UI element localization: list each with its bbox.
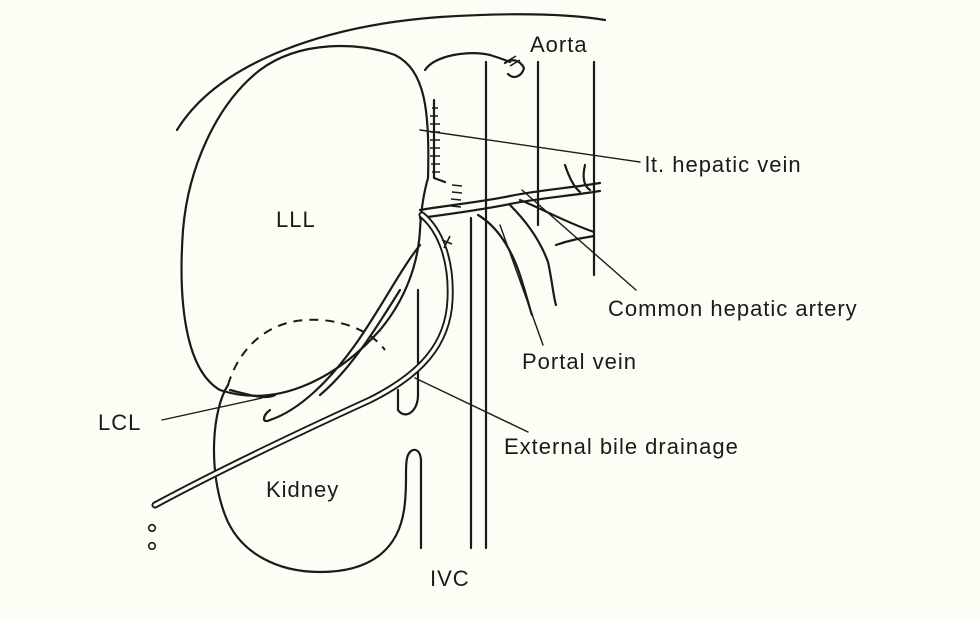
lobe-fold-2 xyxy=(320,290,400,395)
leader-portal-vein xyxy=(500,225,543,345)
portal-vein-branch xyxy=(520,200,594,232)
drainage-dot xyxy=(149,525,156,532)
kidney-dashed-outline xyxy=(228,320,385,385)
lobe-fold-1 xyxy=(264,245,420,421)
label-portal-vein: Portal vein xyxy=(522,349,637,374)
caval-wall xyxy=(434,100,445,182)
label-lcl: LCL xyxy=(98,410,141,435)
hepatic-vein-cuff xyxy=(425,53,510,70)
label-common-hepatic-artery: Common hepatic artery xyxy=(608,296,858,321)
label-lll: LLL xyxy=(276,207,316,232)
leader-lt-hepatic-vein xyxy=(420,130,640,162)
label-aorta: Aorta xyxy=(530,32,588,57)
label-external-bile-drainage: External bile drainage xyxy=(504,434,739,459)
label-kidney: Kidney xyxy=(266,477,339,502)
leader-common-hepatic-artery xyxy=(522,190,636,290)
label-lt-hepatic-vein: lt. hepatic vein xyxy=(645,152,802,177)
leader-lcl xyxy=(162,398,262,420)
ivc-notch xyxy=(398,290,418,414)
portal-vein-right xyxy=(510,205,556,305)
drainage-dot xyxy=(149,543,156,550)
label-ivc: IVC xyxy=(430,566,470,591)
